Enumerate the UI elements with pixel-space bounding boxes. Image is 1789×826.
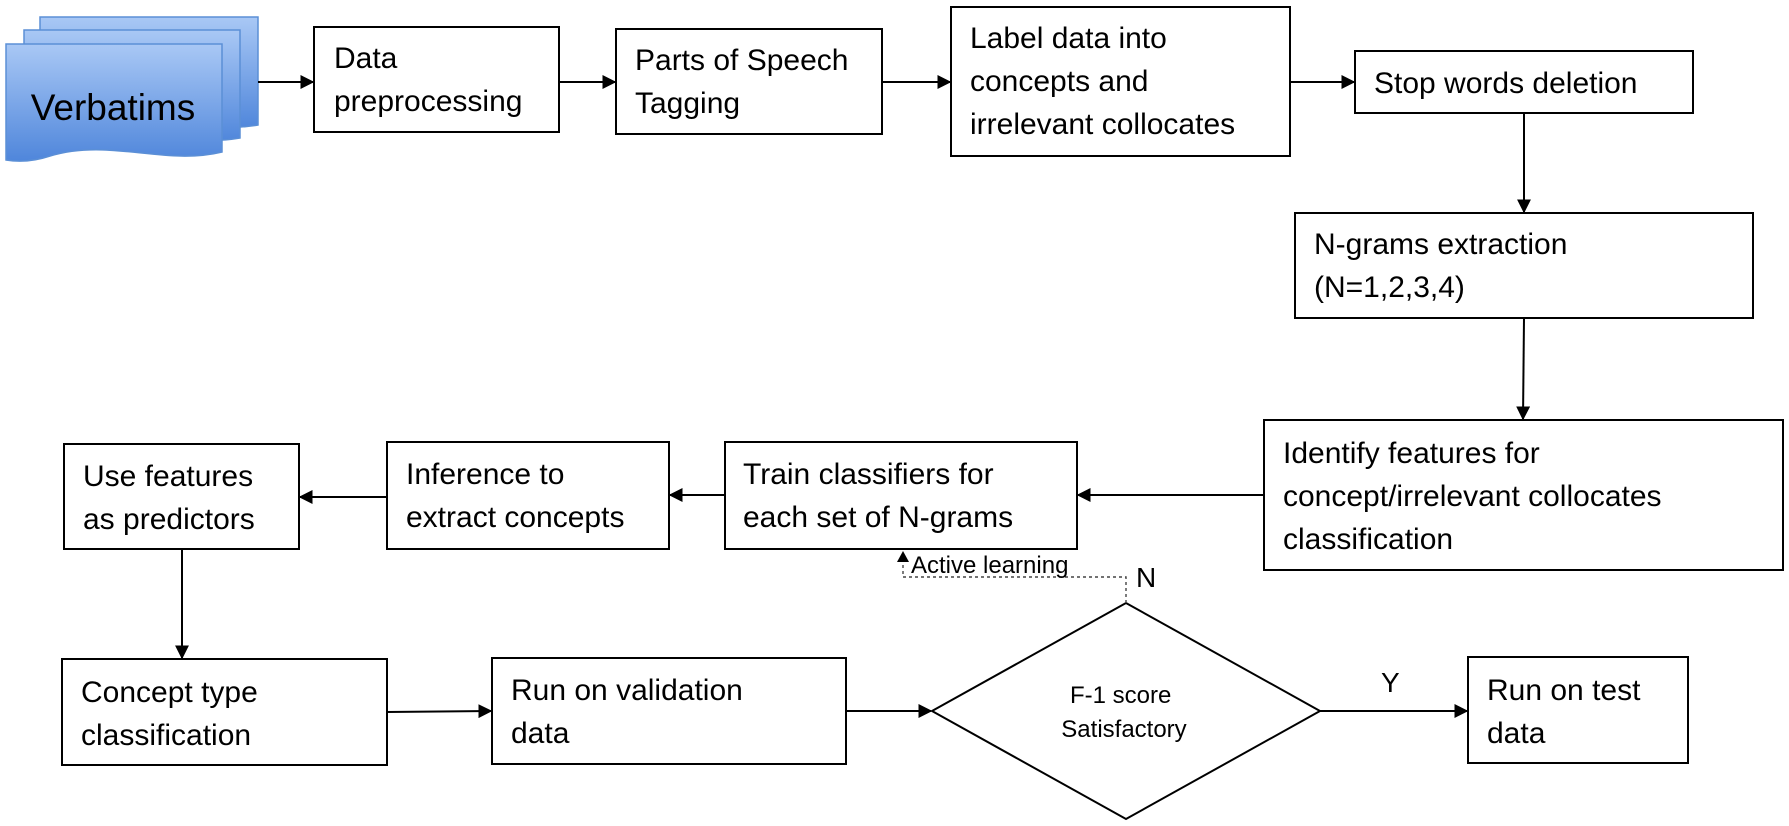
active-learning-label: Active learning [911,552,1068,579]
active-learning-arrowhead [897,551,909,562]
stop-words-box [1354,50,1694,114]
use-features-box [63,443,300,550]
identify-features-label: Identify features for concept/irrelevant… [1283,437,1670,556]
no-branch-label: N [1136,562,1156,593]
train-classifiers-label: Train classifiers for each set of N-gram… [743,458,1013,534]
identify-features-box [1263,419,1784,571]
ngrams-box [1294,212,1754,319]
run-test-label: Run on test data [1487,674,1649,750]
data-preprocessing-label: Data preprocessing [334,42,522,118]
stop-words-label: Stop words deletion [1374,67,1638,100]
f1-score-label: F-1 score Satisfactory [1061,682,1186,743]
train-classifiers-box [724,441,1078,550]
concept-type-label: Concept type classification [81,676,266,752]
f1-score-decision [929,601,1323,821]
use-features-label: Use features as predictors [83,460,261,536]
run-validation-box [491,657,847,765]
edge-concept-type-to-validation [386,704,493,719]
ngrams-label: N-grams extraction (N=1,2,3,4) [1314,228,1576,304]
verbatims-documents-icon: Verbatims [5,16,259,162]
pos-tagging-label: Parts of Speech Tagging [635,44,857,120]
verbatims-label: Verbatims [31,87,196,128]
label-data-box [950,6,1291,157]
run-validation-label: Run on validation data [511,674,751,750]
concept-type-box [61,658,388,766]
data-preprocessing-box [313,26,560,133]
inference-box [386,441,670,550]
yes-branch-label: Y [1381,667,1400,698]
edge-active-learning [902,556,1127,603]
label-data-label: Label data into concepts and irrelevant … [970,22,1235,141]
edge-ngrams-to-features [1516,317,1531,421]
inference-label: Inference to extract concepts [406,458,624,534]
run-test-box [1467,656,1689,764]
